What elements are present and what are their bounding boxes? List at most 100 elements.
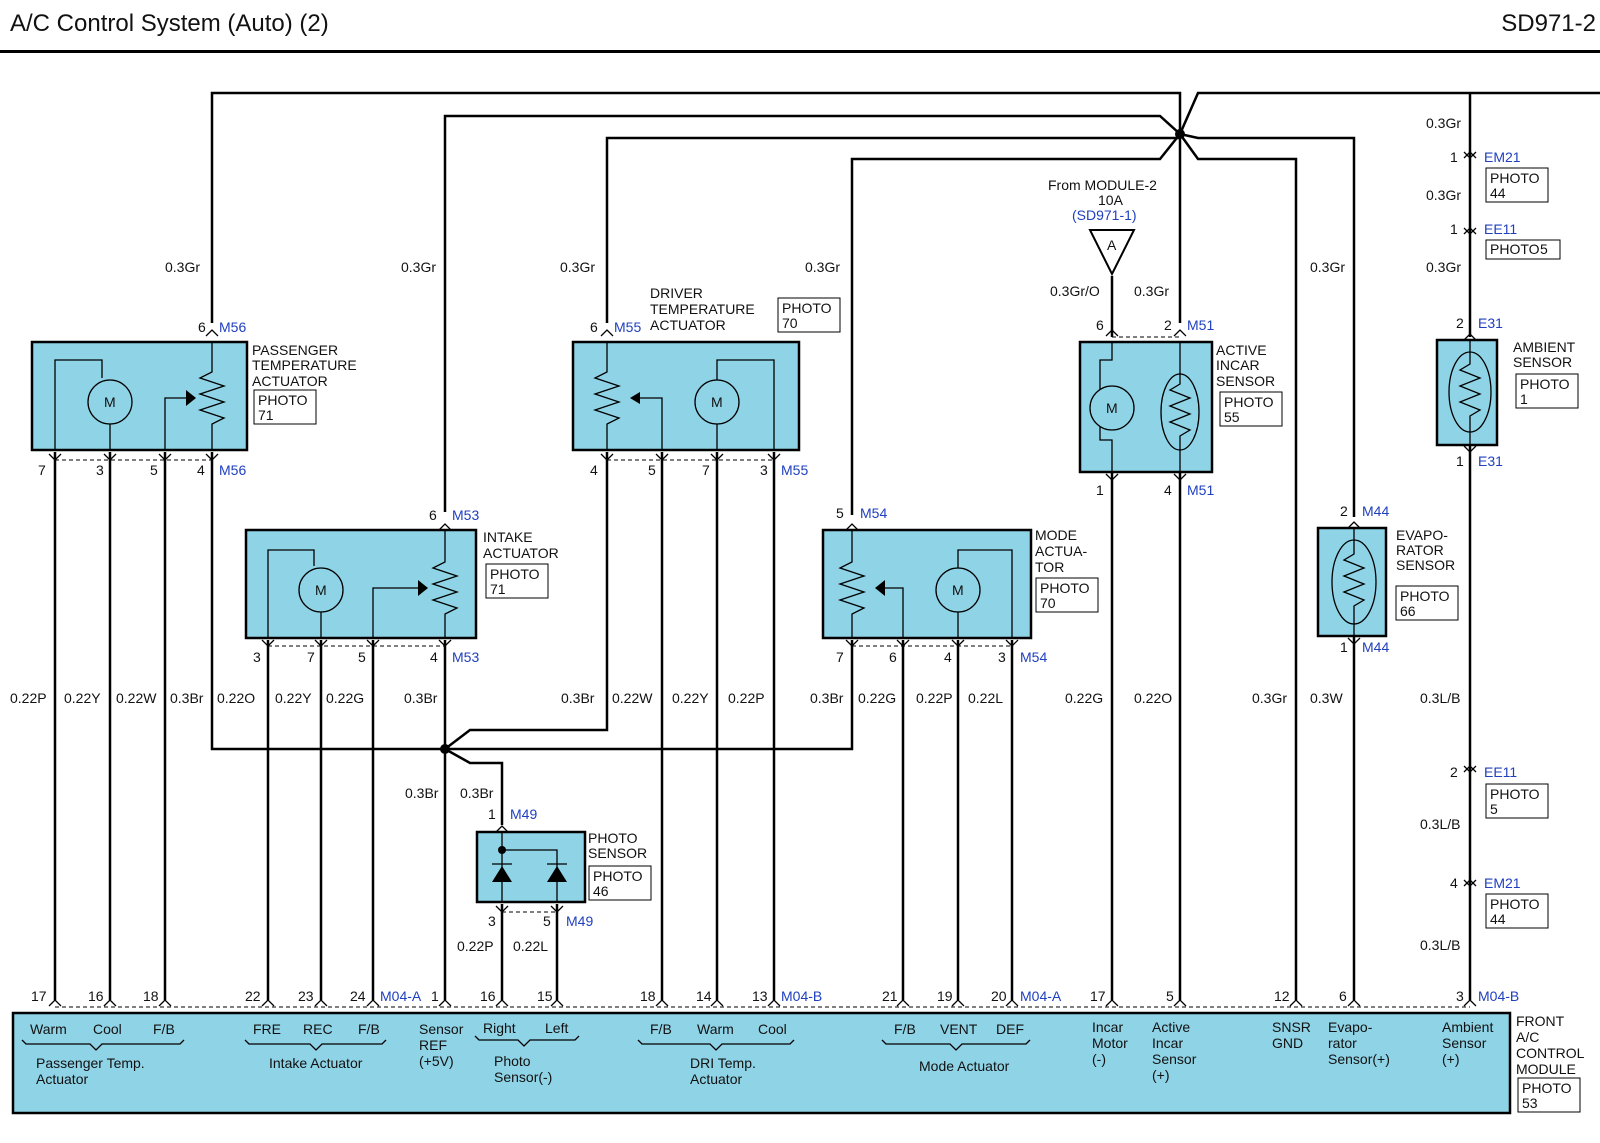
diagram-label: E31: [1478, 315, 1503, 331]
diagram-label: Incar: [1152, 1035, 1183, 1051]
diagram-label: 0.3Br: [460, 785, 494, 801]
diagram-label: 1: [431, 988, 439, 1004]
diagram-label: Warm: [697, 1021, 734, 1037]
diagram-label: Ambient: [1442, 1019, 1493, 1035]
diagram-label: EE11: [1484, 764, 1517, 780]
diagram-label: 2: [1164, 317, 1172, 333]
diagram-label: 0.3Gr: [1426, 115, 1461, 131]
diagram-label: 1: [1096, 482, 1104, 498]
diagram-label: 0.22Y: [275, 690, 312, 706]
splice-point: [1175, 129, 1185, 139]
diagram-label: 4: [944, 649, 952, 665]
diagram-label: 71: [490, 581, 506, 597]
evaporator-sensor: [1316, 526, 1388, 638]
diagram-label: Motor: [1092, 1035, 1128, 1051]
diagram-label: M: [711, 394, 723, 410]
diagram-label: ACTUA-: [1035, 543, 1087, 559]
from-module-node: [1088, 229, 1136, 277]
diagram-label: 17: [1090, 988, 1106, 1004]
ambient-sensor: [1435, 338, 1499, 447]
diagram-label: M: [104, 394, 116, 410]
diagram-label: VENT: [940, 1021, 978, 1037]
diagram-label: 5: [1540, 241, 1548, 257]
diagram-label: PHOTO: [1522, 1080, 1572, 1096]
diagram-label: 0.3Gr/O: [1050, 283, 1100, 299]
diagram-label: F/B: [650, 1021, 672, 1037]
pin-numbers: 6 7 3 5 4 6 3 7 5 4 6 4 5 7 3 5 7 6 4 3 …: [31, 149, 1464, 1004]
diagram-label: F/B: [153, 1021, 175, 1037]
diagram-label: M51: [1187, 317, 1214, 333]
module-labels: Warm Cool F/B Passenger Temp. Actuator F…: [30, 1013, 1585, 1111]
diagram-label: 44: [1490, 911, 1506, 927]
front-ac-control-module: [11, 1011, 1512, 1115]
diagram-label: 23: [298, 988, 314, 1004]
diagram-label: ACTIVE: [1216, 342, 1267, 358]
diagram-label: M54: [860, 505, 887, 521]
diagram-label: From MODULE-2: [1048, 177, 1157, 193]
diagram-label: 0.22L: [513, 938, 548, 954]
diagram-label: PHOTO: [258, 392, 308, 408]
photo-sensor: [475, 830, 587, 904]
diagram-label: 2: [1450, 764, 1458, 780]
diagram-label: 3: [760, 462, 768, 478]
diagram-label: 0.3Gr: [805, 259, 840, 275]
diagram-label: 16: [480, 988, 496, 1004]
diagram-label: PHOTO: [1520, 376, 1570, 392]
diagram-label: DEF: [996, 1021, 1024, 1037]
diagram-label: 4: [430, 649, 438, 665]
diagram-label: M56: [219, 319, 246, 335]
diagram-label: M53: [452, 649, 479, 665]
diagram-label: Left: [545, 1020, 568, 1036]
diagram-label: 0.22O: [217, 690, 255, 706]
diagram-label: 0.3Gr: [401, 259, 436, 275]
diagram-header: A/C Control System (Auto) (2) SD971-2: [0, 0, 1600, 53]
diagram-label: 15: [537, 988, 553, 1004]
diagram-label: SENSOR: [1216, 373, 1275, 389]
diagram-label: SENSOR: [588, 845, 647, 861]
diagram-label: EVAPO-: [1396, 527, 1448, 543]
diagram-label: 0.22Y: [672, 690, 709, 706]
wires: [53, 91, 1600, 1000]
diagram-label: F/B: [894, 1021, 916, 1037]
diagram-label: M56: [219, 462, 246, 478]
diagram-label: 5: [648, 462, 656, 478]
diagram-label: Actuator: [690, 1071, 742, 1087]
diagram-label: (+): [1442, 1051, 1460, 1067]
diagram-label: RATOR: [1396, 542, 1444, 558]
diagram-label: PHOTO: [1490, 786, 1540, 802]
passenger-temperature-actuator: M: [30, 340, 249, 452]
diagram-code: SD971-2: [1501, 10, 1596, 37]
diagram-label: M49: [510, 806, 537, 822]
diagram-label: 0.3Gr: [1426, 259, 1461, 275]
diagram-label: PHOTO: [1490, 170, 1540, 186]
diagram-label: (-): [1092, 1051, 1106, 1067]
diagram-label: (SD971-1): [1072, 207, 1137, 223]
page-title: A/C Control System (Auto) (2): [10, 10, 329, 37]
diagram-label: PHOTO: [1400, 588, 1450, 604]
diagram-label: 7: [836, 649, 844, 665]
diagram-label: PHOTO: [1490, 241, 1540, 257]
diagram-label: PHOTO: [782, 300, 832, 316]
diagram-label: PHOTO: [593, 868, 643, 884]
diagram-label: M55: [614, 319, 641, 335]
diagram-label: 14: [696, 988, 712, 1004]
diagram-label: SENSOR: [1513, 354, 1572, 370]
connector-ids: M56 M56 M53 M53 M55 M55 M54 M54 M51 M51 …: [219, 149, 1521, 1004]
diagram-label: 0.3L/B: [1420, 816, 1460, 832]
diagram-label: 13: [752, 988, 768, 1004]
diagram-label: M44: [1362, 639, 1389, 655]
motor-icon: [1089, 385, 1135, 431]
diagram-label: 18: [640, 988, 656, 1004]
component-labels: PASSENGER TEMPERATURE ACTUATOR PHOTO 71 …: [252, 170, 1576, 927]
active-incar-sensor: M: [1078, 340, 1214, 474]
diagram-label: AMBIENT: [1513, 339, 1576, 355]
diagram-label: 12: [1274, 988, 1290, 1004]
diagram-label: 4: [590, 462, 598, 478]
diagram-label: 0.3Br: [810, 690, 844, 706]
diagram-label: M54: [1020, 649, 1047, 665]
diagram-label: 44: [1490, 185, 1506, 201]
diagram-label: M: [952, 582, 964, 598]
diagram-label: 3: [253, 649, 261, 665]
diagram-label: (+): [1152, 1067, 1170, 1083]
